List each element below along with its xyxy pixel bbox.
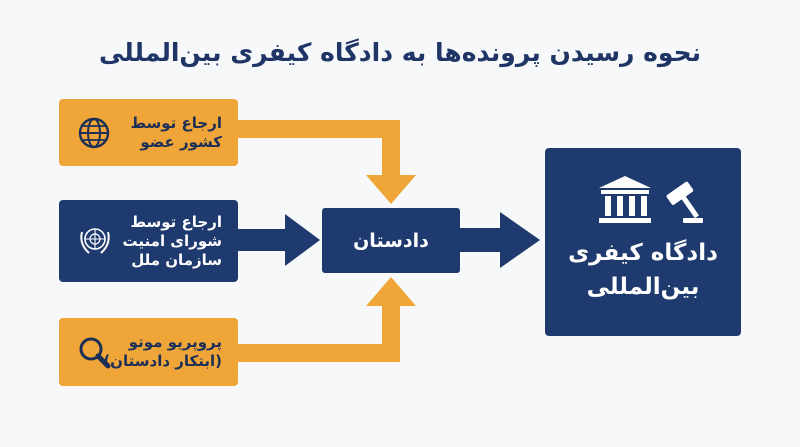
source-proprio-motu: پروپریو موتو (ابتکار دادستان) <box>59 318 238 386</box>
arrowhead-court <box>500 212 540 268</box>
courthouse-icon <box>595 174 655 230</box>
arrowhead-proprio-motu <box>366 277 416 306</box>
arrowhead-un <box>285 214 320 266</box>
arrow-un-to-prosecutor <box>238 229 288 251</box>
arrow-proprio-motu-to-prosecutor <box>238 303 400 362</box>
icc-box: دادگاه کیفری بین‌المللی <box>545 148 741 336</box>
icc-label: دادگاه کیفری بین‌المللی <box>568 240 718 300</box>
globe-icon <box>77 116 111 154</box>
source-security-council-label: ارجاع توسط شورای امنیت سازمان ملل <box>122 212 222 269</box>
gavel-icon <box>659 178 707 230</box>
prosecutor-label: دادستان <box>353 229 429 252</box>
diagram-title: نحوه رسیدن پرونده‌ها به دادگاه کیفری بین… <box>99 38 701 67</box>
source-proprio-motu-label: پروپریو موتو (ابتکار دادستان) <box>103 333 222 370</box>
source-security-council: ارجاع توسط شورای امنیت سازمان ملل <box>59 200 238 282</box>
source-member-state-label: ارجاع توسط کشور عضو <box>130 113 222 151</box>
source-member-state: ارجاع توسط کشور عضو <box>59 99 238 166</box>
arrow-member-state-to-prosecutor <box>238 120 400 178</box>
prosecutor-box: دادستان <box>322 208 460 273</box>
arrowhead-member-state <box>366 175 416 204</box>
arrow-prosecutor-to-court <box>460 228 504 252</box>
un-emblem-icon <box>77 222 113 262</box>
magnifier-icon <box>77 335 111 373</box>
